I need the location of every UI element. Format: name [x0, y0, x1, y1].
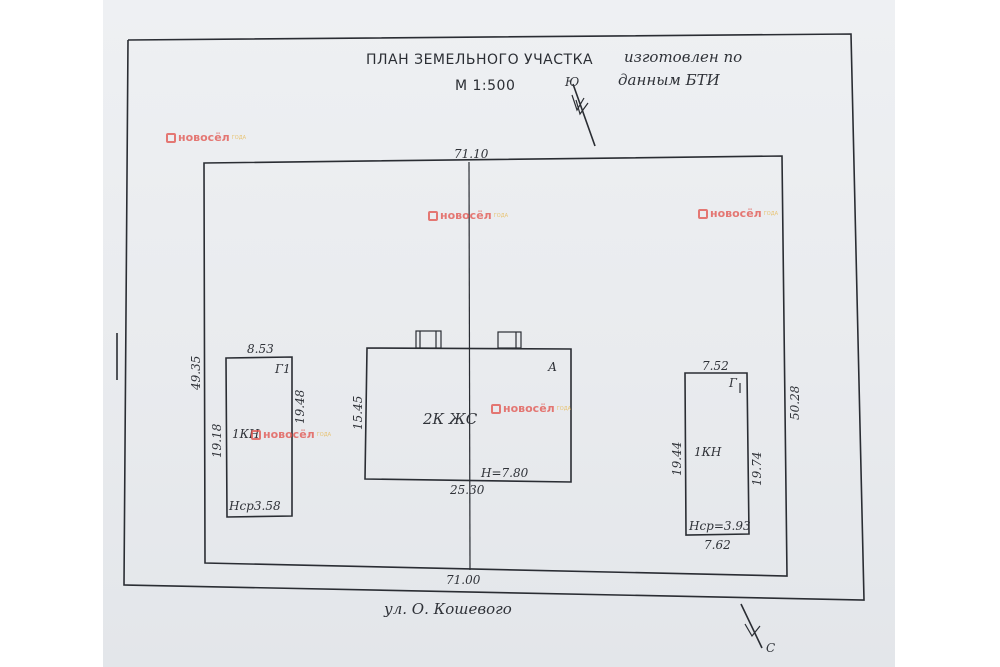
outbuilding-left: [225, 356, 293, 518]
outbuilding-right-height: Нср=3.93: [688, 519, 751, 533]
outer-frame: [123, 33, 865, 601]
outbuilding-right-top-dim: 7.52: [702, 359, 729, 373]
house-left-dim: 15.45: [351, 396, 365, 430]
outbuilding-right-label: 1КН: [694, 445, 722, 459]
compass-north-label: Ю: [564, 75, 579, 89]
lot-boundary: [203, 155, 788, 577]
watermark-logo-icon: [166, 132, 176, 143]
watermark: новосёл ГОДА: [428, 209, 508, 222]
outbuilding-left-top-dim: 8.53: [247, 342, 274, 356]
house-porch-left: [415, 330, 442, 349]
outbuilding-left-height: Нср3.58: [228, 499, 281, 513]
watermark-logo-icon: [491, 403, 501, 414]
outbuilding-right-letter: Г: [728, 376, 738, 390]
watermark-logo-icon: [428, 210, 438, 221]
paper-sheet: [103, 0, 895, 667]
watermark: новосёл ГОДА: [698, 207, 778, 220]
house-bottom-dim: 25.30: [449, 483, 485, 497]
outbuilding-right-right-dim: 19.74: [750, 452, 764, 486]
lot-top-dim: 71.10: [454, 147, 489, 161]
outbuilding-right-bottom-dim: 7.62: [704, 538, 731, 552]
plan-title: ПЛАН ЗЕМЕЛЬНОГО УЧАСТКА: [366, 52, 593, 68]
plan-scale: М 1:500: [455, 78, 515, 94]
house-height: Н=7.80: [480, 466, 529, 480]
lot-bottom-dim: 71.00: [446, 573, 481, 587]
street-name: ул. О. Кошевого: [383, 600, 512, 618]
outbuilding-left-letter: Г1: [274, 362, 291, 376]
lot-left-dim: 49.35: [189, 356, 203, 391]
title-handwritten-2: данным БТИ: [618, 71, 721, 89]
lot-center-line: [468, 161, 471, 571]
outbuilding-right: [684, 372, 750, 536]
outbuilding-left-left-dim: 19.18: [210, 423, 224, 458]
watermark: новосёл ГОДА: [166, 131, 246, 144]
watermark: новосёл ГОДА: [491, 402, 571, 415]
house-letter: А: [547, 360, 557, 374]
outbuilding-right-left-dim: 19.44: [670, 442, 684, 476]
watermark-logo-icon: [251, 429, 261, 440]
house-porch-right: [497, 331, 522, 349]
compass-south-label: С: [766, 641, 775, 655]
compass-south-arrow: [740, 603, 763, 649]
watermark: новосёл ГОДА: [251, 428, 331, 441]
lot-right-dim: 50.28: [788, 385, 802, 420]
compass-north-arrow: [571, 83, 596, 147]
house-label: 2К ЖС: [422, 410, 478, 428]
outbuilding-left-right-dim: 19.48: [293, 389, 307, 424]
title-handwritten-1: изготовлен по: [624, 48, 742, 66]
watermark-logo-icon: [698, 208, 708, 219]
main-house: [364, 347, 572, 483]
